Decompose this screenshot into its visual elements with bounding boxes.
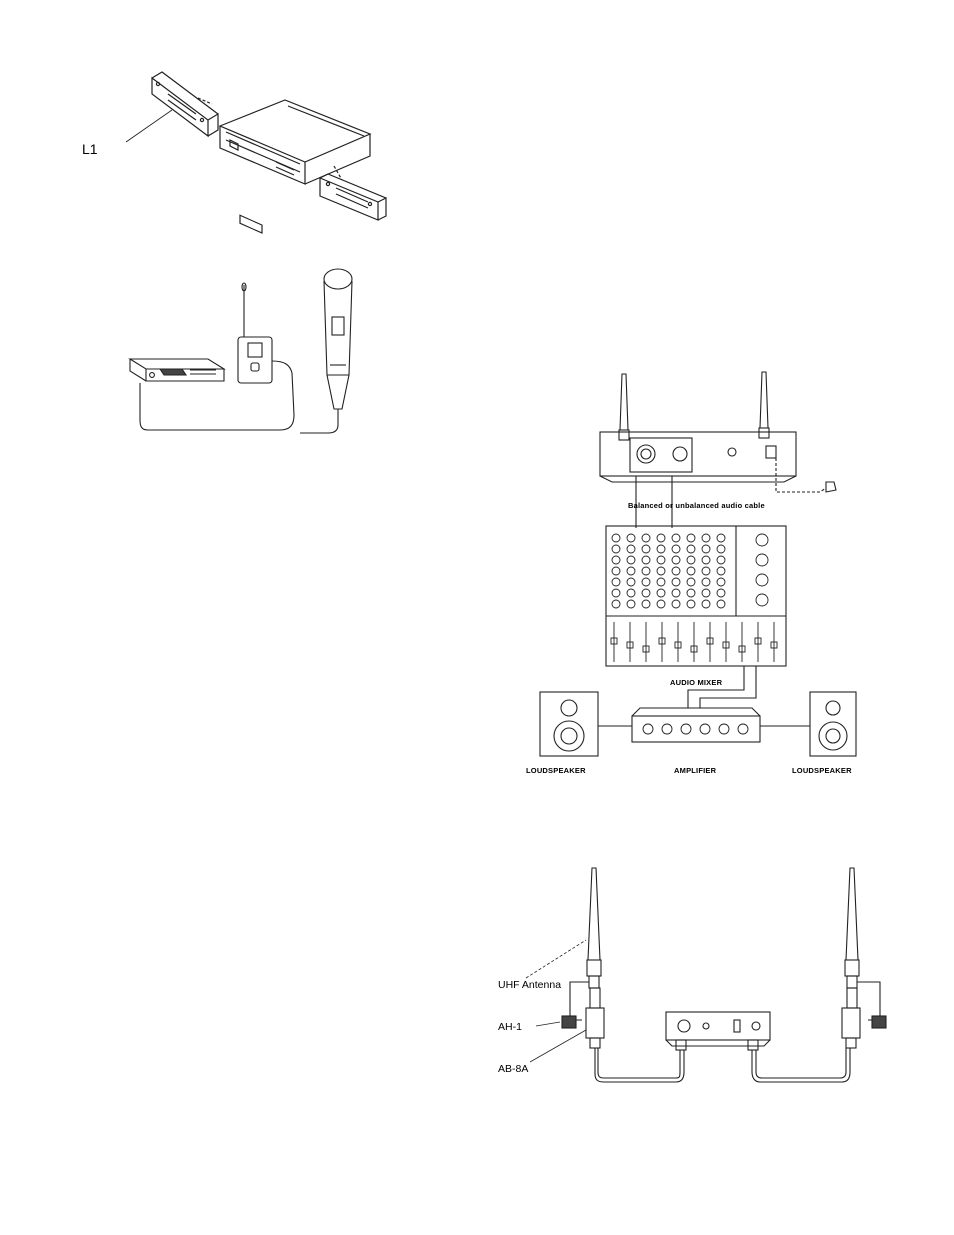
mixer-knob xyxy=(642,534,650,542)
mixer-master-knob xyxy=(756,574,768,586)
right-loudspeaker xyxy=(810,692,856,756)
mixer-knob xyxy=(627,578,635,586)
mixer-knob xyxy=(702,578,710,586)
uhf-antenna-label: UHF Antenna xyxy=(498,979,561,991)
mixer-master-knob xyxy=(756,594,768,606)
amplifier-jack xyxy=(719,724,729,734)
mixer-knob xyxy=(642,545,650,553)
mixer-knob xyxy=(672,578,680,586)
mixer-knob xyxy=(717,545,725,553)
mixer-master-knob xyxy=(756,534,768,546)
xlr-output-connector xyxy=(637,445,655,463)
amplifier-jacks xyxy=(643,724,748,734)
amplifier-jack xyxy=(738,724,748,734)
mixer-knob-grid xyxy=(612,534,768,608)
mixer-master-knob xyxy=(756,554,768,566)
mixer-knob xyxy=(687,600,695,608)
amplifier-jack xyxy=(681,724,691,734)
mixer-knob xyxy=(672,567,680,575)
receiver-unit xyxy=(130,359,224,369)
mixer-knob xyxy=(642,578,650,586)
mixer-knob xyxy=(672,534,680,542)
right-ah1-amplifier xyxy=(842,1008,860,1038)
mixer-label: AUDIO MIXER xyxy=(670,678,723,687)
mixer-knob xyxy=(687,556,695,564)
mixer-knob xyxy=(702,534,710,542)
amplifier-jack xyxy=(643,724,653,734)
mixer-knob xyxy=(627,556,635,564)
mixer-knob xyxy=(642,600,650,608)
wireless-system-figure xyxy=(120,265,370,445)
mixer-knob xyxy=(627,545,635,553)
mixer-knob xyxy=(687,589,695,597)
mixer-knob xyxy=(627,534,635,542)
left-speaker-label: LOUDSPEAKER xyxy=(526,766,586,775)
mixer-knob xyxy=(612,567,620,575)
mixer-knob xyxy=(687,567,695,575)
left-rack-bracket xyxy=(152,78,208,136)
rack-mount-figure: L1 xyxy=(80,70,400,240)
amplifier-jack xyxy=(662,724,672,734)
mixer-knob xyxy=(672,600,680,608)
mixer-knob xyxy=(717,578,725,586)
left-loudspeaker xyxy=(540,692,598,756)
mixer-knob xyxy=(627,567,635,575)
mixer-knob xyxy=(612,578,620,586)
mixer-knob xyxy=(642,567,650,575)
left-antenna xyxy=(620,374,628,430)
mixer-knob xyxy=(717,600,725,608)
mixer-knob xyxy=(627,589,635,597)
mixer-knob xyxy=(717,589,725,597)
receiver-front xyxy=(666,1012,770,1040)
mixer-knob xyxy=(642,589,650,597)
bodypack-transmitter xyxy=(238,337,272,383)
mixer-knob xyxy=(612,534,620,542)
mixer-knob xyxy=(717,534,725,542)
label-l1: L1 xyxy=(82,141,98,157)
cable-label: Balanced or unbalanced audio cable xyxy=(628,501,765,510)
mixer-knob xyxy=(612,589,620,597)
mixer-knob xyxy=(672,589,680,597)
amplifier-jack xyxy=(700,724,710,734)
mixer-knob xyxy=(657,556,665,564)
mixer-knob xyxy=(702,567,710,575)
mixer-knob xyxy=(672,556,680,564)
handheld-microphone xyxy=(324,269,352,289)
left-ah1-amplifier xyxy=(586,1008,604,1038)
right-antenna xyxy=(760,372,768,428)
mixer-knob xyxy=(687,578,695,586)
mixer-knob xyxy=(627,600,635,608)
left-uhf-antenna xyxy=(588,868,600,960)
mixer-knob xyxy=(702,589,710,597)
mixer-knob xyxy=(702,556,710,564)
antenna-distribution-figure: UHF Antenna AH-1 AB-8A xyxy=(490,860,910,1100)
ab8a-label: AB-8A xyxy=(498,1063,528,1075)
mixer-knob xyxy=(672,545,680,553)
ah1-label: AH-1 xyxy=(498,1021,522,1033)
mixer-knob xyxy=(657,534,665,542)
mixer-knob xyxy=(612,600,620,608)
mixer-fader-strip xyxy=(611,622,777,662)
amplifier-label: AMPLIFIER xyxy=(674,766,717,775)
mixer-knob xyxy=(642,556,650,564)
mixer-knob xyxy=(702,600,710,608)
right-speaker-label: LOUDSPEAKER xyxy=(792,766,852,775)
mixer-knob xyxy=(612,556,620,564)
jack-output-connector xyxy=(673,447,687,461)
mixer-knob xyxy=(657,600,665,608)
mixer-knob xyxy=(687,534,695,542)
amplifier xyxy=(632,716,760,742)
right-uhf-antenna xyxy=(846,868,858,960)
mixer-knob xyxy=(717,556,725,564)
audio-chain-figure: Balanced or unbalanced audio cable AUDIO… xyxy=(520,360,870,780)
mixer-knob xyxy=(657,589,665,597)
mixer-knob xyxy=(657,545,665,553)
mixer-knob xyxy=(657,578,665,586)
mixer-knob xyxy=(717,567,725,575)
mixer-knob xyxy=(612,545,620,553)
right-rack-bracket xyxy=(320,178,378,220)
mixer-knob xyxy=(702,545,710,553)
mixer-knob xyxy=(657,567,665,575)
mixer-knob xyxy=(687,545,695,553)
